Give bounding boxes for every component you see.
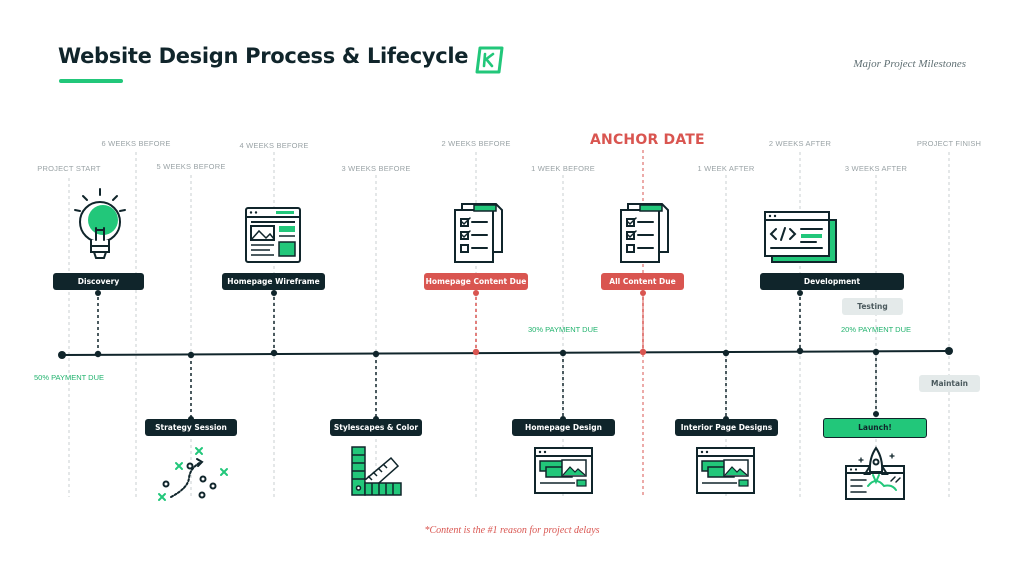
time-label-2-weeks-before: 2 WEEKS BEFORE [441, 139, 511, 148]
milestone-homepage-design: Homepage Design [512, 419, 615, 436]
time-label-1-week-before: 1 WEEK BEFORE [531, 164, 595, 173]
payment-30-label: 30% PAYMENT DUE [527, 325, 599, 334]
milestone-launch: Launch! [823, 418, 927, 438]
time-label-5-weeks-before: 5 WEEKS BEFORE [156, 162, 226, 171]
wireframe-icon [245, 207, 301, 263]
axis-start-dot [58, 351, 66, 359]
logo-icon [475, 46, 504, 74]
milestone-maintain: Maintain [919, 375, 980, 392]
payment-20-label: 20% PAYMENT DUE [840, 325, 912, 334]
time-label-1-week-after: 1 WEEK AFTER [697, 164, 755, 173]
time-label-project-finish: PROJECT FINISH [916, 139, 982, 148]
milestone-all-content-due: All Content Due [601, 273, 684, 290]
time-label-3-weeks-before: 3 WEEKS BEFORE [341, 164, 411, 173]
strategy-play-icon [158, 447, 228, 501]
time-label-project-start: PROJECT START [37, 164, 101, 173]
title-underline [59, 79, 123, 83]
page-title: Website Design Process & Lifecycle [58, 44, 469, 68]
payment-50-label: 50% PAYMENT DUE [33, 373, 105, 382]
milestone-discovery: Discovery [53, 273, 144, 290]
milestone-homepage-wireframe: Homepage Wireframe [222, 273, 325, 290]
milestone-stylescapes-color: Stylescapes & Color [330, 419, 422, 436]
color-swatch-icon [351, 446, 402, 496]
milestone-development: Development [760, 273, 904, 290]
lightbulb-icon [74, 188, 126, 259]
milestone-strategy-session: Strategy Session [145, 419, 237, 436]
rocket-icon [845, 446, 905, 500]
timeline-axis [61, 350, 950, 356]
time-label-4-weeks-before: 4 WEEKS BEFORE [239, 141, 309, 150]
design-mockup-icon [696, 447, 755, 494]
subtitle: Major Project Milestones [853, 58, 966, 70]
time-label-2-weeks-after: 2 WEEKS AFTER [768, 139, 832, 148]
time-label-3-weeks-after: 3 WEEKS AFTER [844, 164, 908, 173]
code-window-icon [764, 211, 837, 263]
milestone-testing: Testing [842, 298, 903, 315]
milestone-interior-page-designs: Interior Page Designs [675, 419, 778, 436]
milestone-homepage-content-due: Homepage Content Due [424, 273, 528, 290]
footnote: *Content is the #1 reason for project de… [424, 525, 600, 536]
axis-end-dot [945, 347, 953, 355]
checklist-icon [620, 203, 669, 263]
checklist-icon [454, 203, 503, 263]
design-mockup-icon [534, 447, 593, 494]
anchor-date-label: ANCHOR DATE [590, 132, 705, 148]
time-label-6-weeks-before: 6 WEEKS BEFORE [101, 139, 171, 148]
